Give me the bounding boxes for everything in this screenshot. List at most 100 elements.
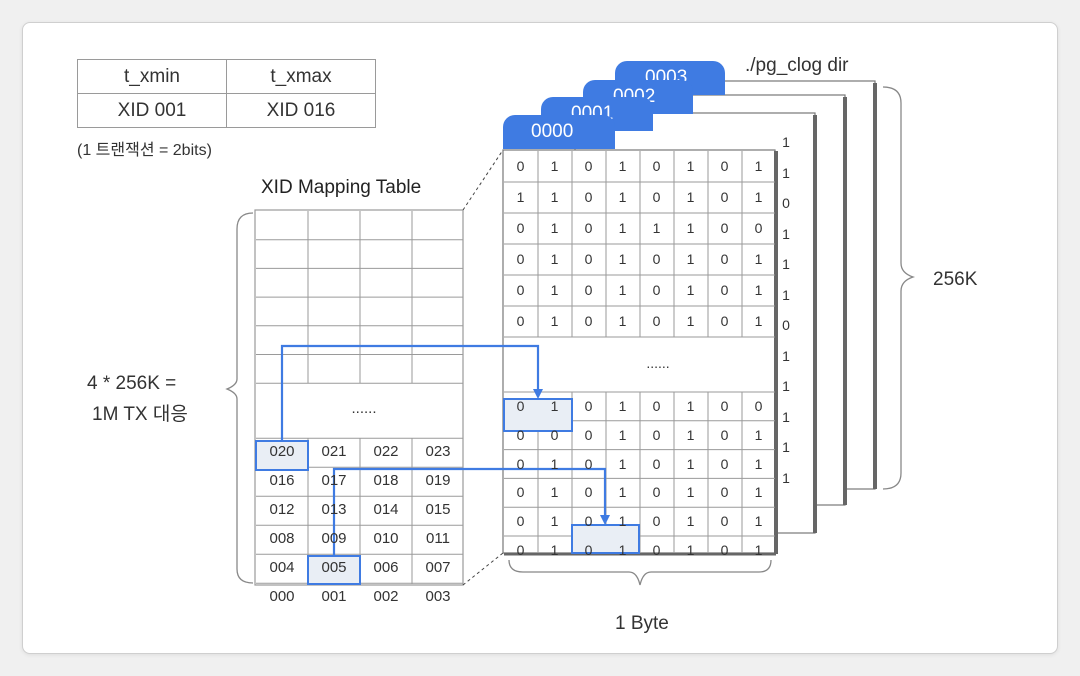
xid-table-header-xmax: t_xmax <box>226 59 376 94</box>
bit-cell: 0 <box>652 158 661 174</box>
bit-cell: 1 <box>754 484 763 501</box>
clog-dir-label: ./pg_clog dir <box>745 55 849 76</box>
back-page-bit: 1 <box>782 164 790 181</box>
bit-cell: 1 <box>686 189 695 205</box>
bit-cell: 0 <box>584 251 593 267</box>
bit-cell: 0 <box>516 282 525 298</box>
bit-cell: 1 <box>618 220 627 236</box>
bit-cell: 0 <box>720 542 729 558</box>
back-page-bit: 1 <box>782 378 790 394</box>
bit-cell: 0 <box>516 158 525 174</box>
bit-cell: 0 <box>584 282 593 298</box>
bit-cell: 1 <box>754 189 763 205</box>
bit-cell: 0 <box>652 484 661 501</box>
back-page-bit: 1 <box>782 286 790 303</box>
mapping-cell: 012 <box>269 501 295 519</box>
mapping-cell: 011 <box>426 530 450 548</box>
mapping-cell: 018 <box>373 472 399 490</box>
bit-cell: 0 <box>516 220 525 236</box>
bit-cell: 0 <box>584 313 593 329</box>
bit-cell: 1 <box>618 455 627 472</box>
bit-cell: 0 <box>652 513 661 530</box>
mapping-brace <box>225 212 254 584</box>
zoom-connector-top <box>462 149 504 211</box>
bit-cell: 1 <box>686 158 695 174</box>
bit-cell: 1 <box>754 158 763 174</box>
bit-cell: 1 <box>754 513 763 530</box>
bit-cell: 0 <box>584 513 593 530</box>
bit-cell: 0 <box>584 158 593 174</box>
page-size-brace <box>882 86 916 490</box>
mapping-cell: 017 <box>321 472 347 490</box>
mapping-cell: 009 <box>321 530 347 548</box>
bit-cell: 0 <box>652 542 661 558</box>
bit-cell: 1 <box>516 189 525 205</box>
xid-table-header-xmin: t_xmin <box>77 59 227 94</box>
mapping-cell: 001 <box>321 588 347 606</box>
mapping-highlight-016 <box>255 440 309 471</box>
bit-cell: 1 <box>550 220 559 236</box>
mapping-cell: 000 <box>269 588 295 606</box>
xid-table-header-row: t_xmin t_xmax <box>77 59 376 94</box>
back-page-bit: 1 <box>782 469 790 486</box>
bit-cell: 0 <box>584 484 593 501</box>
bit-cell: 0 <box>720 313 729 329</box>
bit-cell: 0 <box>516 313 525 329</box>
mapping-table-title: XID Mapping Table <box>261 177 422 198</box>
back-page-bit: 0 <box>782 195 790 211</box>
bit-cell: 0 <box>652 455 661 472</box>
bit-cell: 0 <box>754 398 763 414</box>
bit-cell: 0 <box>652 251 661 267</box>
bit-cell: 1 <box>686 220 695 236</box>
back-page-bit: 1 <box>782 256 790 272</box>
mapping-table-grid <box>254 209 464 586</box>
bits-note: (1 트랜잭션 = 2bits) <box>77 142 212 159</box>
xid-table-value-xmax: XID 016 <box>226 93 376 128</box>
bit-cell: 0 <box>720 455 729 472</box>
mapping-ellipsis: ...... <box>351 400 377 418</box>
zoom-connector-bottom <box>462 552 504 586</box>
bit-cell: 1 <box>618 484 627 501</box>
mapping-cell: 004 <box>269 559 295 577</box>
bit-cell: 1 <box>686 484 695 501</box>
arrow-001-to-bits <box>332 467 610 556</box>
byte-brace <box>508 559 772 586</box>
mapping-cell: 013 <box>321 501 347 519</box>
bit-cell: 0 <box>584 426 593 443</box>
bit-cell: 1 <box>754 426 763 443</box>
back-page-bit: 0 <box>782 317 790 333</box>
bit-cell: 1 <box>618 513 627 530</box>
bit-cell: 1 <box>550 398 559 414</box>
bits-highlight-xid001 <box>571 524 640 554</box>
bit-cell: 0 <box>516 455 525 472</box>
bit-cell: 1 <box>550 189 559 205</box>
bit-cell: 1 <box>550 484 559 501</box>
bit-cell: 0 <box>584 189 593 205</box>
bit-cell: 1 <box>686 313 695 329</box>
bit-cell: 1 <box>550 158 559 174</box>
bit-cell: 0 <box>754 220 763 236</box>
bit-cell: 0 <box>652 313 661 329</box>
bit-cell: 1 <box>618 398 627 414</box>
bit-cell: 0 <box>652 426 661 443</box>
bit-cell: 1 <box>686 513 695 530</box>
mapping-cell: 014 <box>373 501 399 519</box>
bit-cell: 1 <box>754 251 763 267</box>
mapping-cell: 023 <box>425 443 451 461</box>
bit-cell: 0 <box>720 398 729 414</box>
bit-cell: 0 <box>516 251 525 267</box>
bit-cell: 1 <box>618 251 627 267</box>
bit-cell: 0 <box>584 220 593 236</box>
bit-cell: 0 <box>720 484 729 501</box>
xid-table-value-row: XID 001 XID 016 <box>77 93 376 128</box>
bit-cell: 0 <box>652 282 661 298</box>
diagram-svg <box>225 80 916 586</box>
bit-cell: 1 <box>550 542 559 558</box>
bit-cell: 0 <box>720 513 729 530</box>
mapping-cell: 008 <box>269 530 295 548</box>
bits-highlight-xid016 <box>503 398 573 432</box>
bit-cell: 1 <box>618 542 627 558</box>
bit-cell: 1 <box>618 313 627 329</box>
bit-cell: 0 <box>720 220 729 236</box>
bit-cell: 0 <box>584 542 593 558</box>
